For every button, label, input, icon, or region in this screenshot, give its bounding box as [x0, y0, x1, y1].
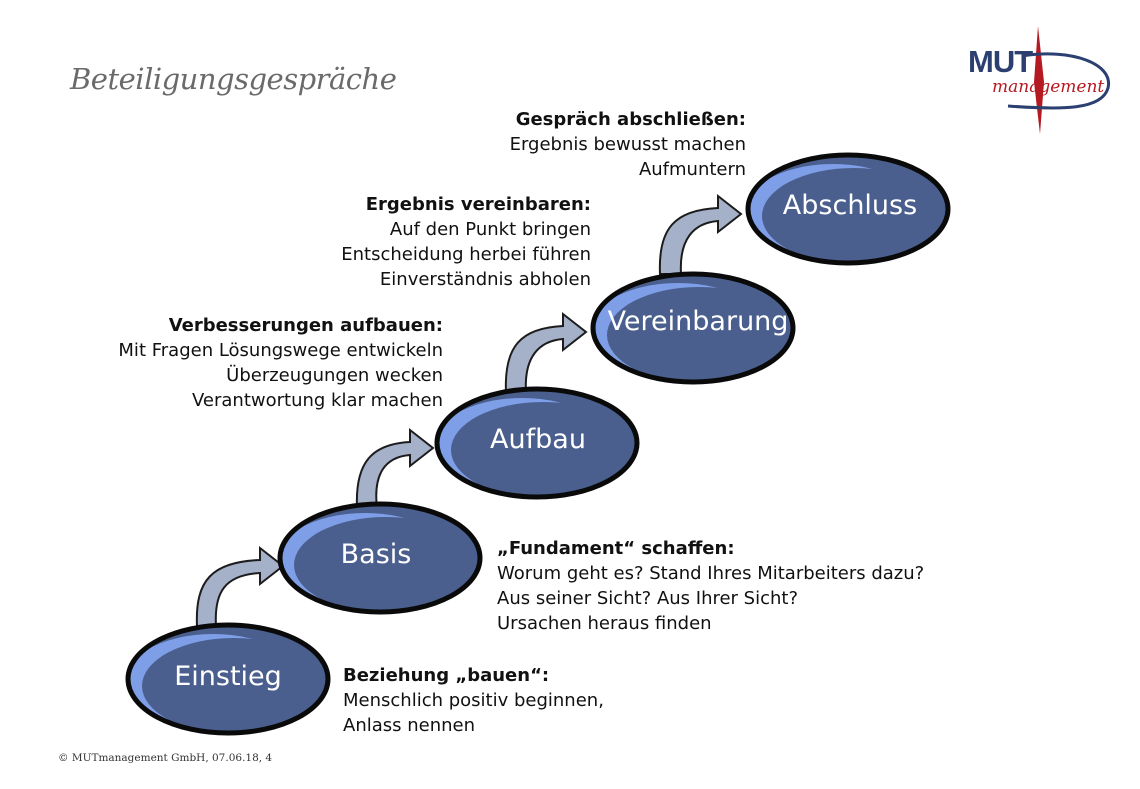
description-heading: Verbesserungen aufbauen: [168, 315, 443, 336]
description-line: Aufmuntern [638, 159, 746, 180]
description-line: Mit Fragen Lösungswege entwickeln [118, 340, 443, 361]
description-einstieg: Beziehung „bauen“: Menschlich positiv be… [343, 663, 604, 738]
logo-text-mut: MUT [968, 44, 1033, 79]
step-label-aufbau: Aufbau [490, 424, 586, 455]
description-line: Einverständnis abholen [379, 269, 591, 290]
step-ellipse-basis [277, 501, 483, 615]
description-line: Entscheidung herbei führen [341, 244, 591, 265]
step-ellipse-einstieg [125, 622, 331, 736]
logo-text-management: management [992, 77, 1105, 97]
description-line: Auf den Punkt bringen [389, 219, 591, 240]
arrow-icon [658, 193, 743, 275]
description-line: Aus seiner Sicht? Aus Ihrer Sicht? [497, 588, 799, 609]
arrow-icon [504, 311, 588, 393]
description-line: Ursachen heraus finden [497, 613, 712, 634]
description-vereinbarung: Ergebnis vereinbaren: Auf den Punkt brin… [341, 192, 591, 292]
description-line: Verantwortung klar machen [192, 390, 443, 411]
footer-copyright: © MUTmanagement GmbH, 07.06.18, 4 [58, 752, 273, 764]
step-arrows [195, 193, 743, 627]
step-ellipse-abschluss [745, 152, 951, 266]
mut-management-logo: MUT management [962, 22, 1112, 140]
description-abschluss: Gespräch abschließen: Ergebnis bewusst m… [510, 107, 746, 182]
arrow-icon [195, 545, 285, 627]
description-line: Anlass nennen [343, 715, 476, 736]
page-title: Beteiligungsgespräche [70, 62, 397, 96]
description-line: Überzeugungen wecken [226, 365, 443, 386]
description-line: Ergebnis bewusst machen [509, 134, 746, 155]
arrow-icon [355, 427, 435, 509]
description-heading: Ergebnis vereinbaren: [365, 194, 591, 215]
step-label-vereinbarung: Vereinbarung [607, 306, 789, 337]
description-aufbau: Verbesserungen aufbauen: Mit Fragen Lösu… [118, 313, 443, 413]
step-ellipse-aufbau [434, 386, 640, 500]
description-basis: „Fundament“ schaffen: Worum geht es? Sta… [497, 536, 924, 636]
description-line: Worum geht es? Stand Ihres Mitarbeiters … [497, 563, 925, 584]
step-label-basis: Basis [340, 539, 412, 570]
step-label-abschluss: Abschluss [782, 190, 918, 221]
description-line: Menschlich positiv beginnen, [343, 690, 604, 711]
description-heading: Gespräch abschließen: [515, 109, 746, 130]
step-label-einstieg: Einstieg [174, 661, 282, 692]
logo-swoosh-icon [1007, 26, 1110, 134]
description-heading: Beziehung „bauen“: [343, 665, 550, 686]
step-ellipse-vereinbarung [590, 271, 796, 385]
description-heading: „Fundament“ schaffen: [497, 538, 735, 559]
